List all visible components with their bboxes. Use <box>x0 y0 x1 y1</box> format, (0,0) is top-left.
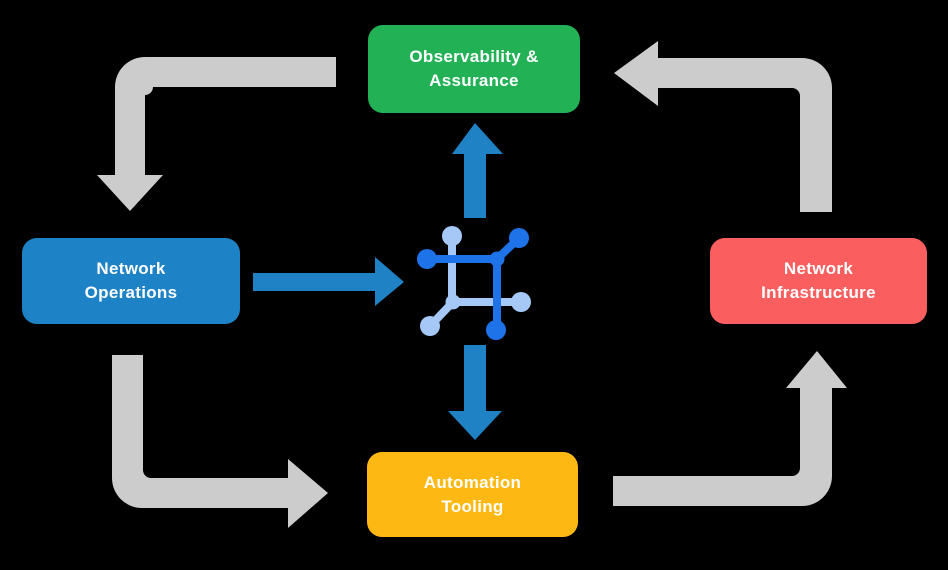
icon-node-bottom <box>486 320 506 340</box>
output-arrow-center-to-observability <box>452 123 503 218</box>
icon-node-right <box>511 292 531 312</box>
node-observability-label: Observability & Assurance <box>409 47 539 90</box>
icon-node-left <box>417 249 437 269</box>
node-infrastructure-label: Network Infrastructure <box>761 259 876 302</box>
node-observability-assurance: Observability & Assurance <box>368 25 580 113</box>
network-node-icon <box>417 226 531 340</box>
icon-junction-top-right <box>489 251 505 267</box>
node-network-operations: Network Operations <box>22 238 240 324</box>
node-operations-label: Network Operations <box>84 259 178 302</box>
node-automation-label: Automation Tooling <box>423 472 522 516</box>
flow-arrow-automation-to-infrastructure <box>613 351 847 506</box>
icon-node-bottom-left <box>420 316 440 336</box>
node-network-infrastructure: Network Infrastructure <box>710 238 927 324</box>
network-node-icon-light-branches <box>420 226 531 336</box>
flow-arrow-infrastructure-to-observability <box>614 41 832 212</box>
icon-junction-bottom-left <box>445 294 461 310</box>
input-arrow-operations-to-center <box>253 257 404 306</box>
output-arrow-center-to-automation <box>448 345 502 440</box>
network-node-icon-dark-branches <box>417 228 529 340</box>
flow-arrow-observability-to-operations <box>97 57 336 211</box>
node-automation-tooling: Automation Tooling <box>367 452 578 537</box>
icon-node-top <box>442 226 462 246</box>
icon-node-top-right <box>509 228 529 248</box>
flow-arrow-operations-to-automation <box>112 355 328 528</box>
